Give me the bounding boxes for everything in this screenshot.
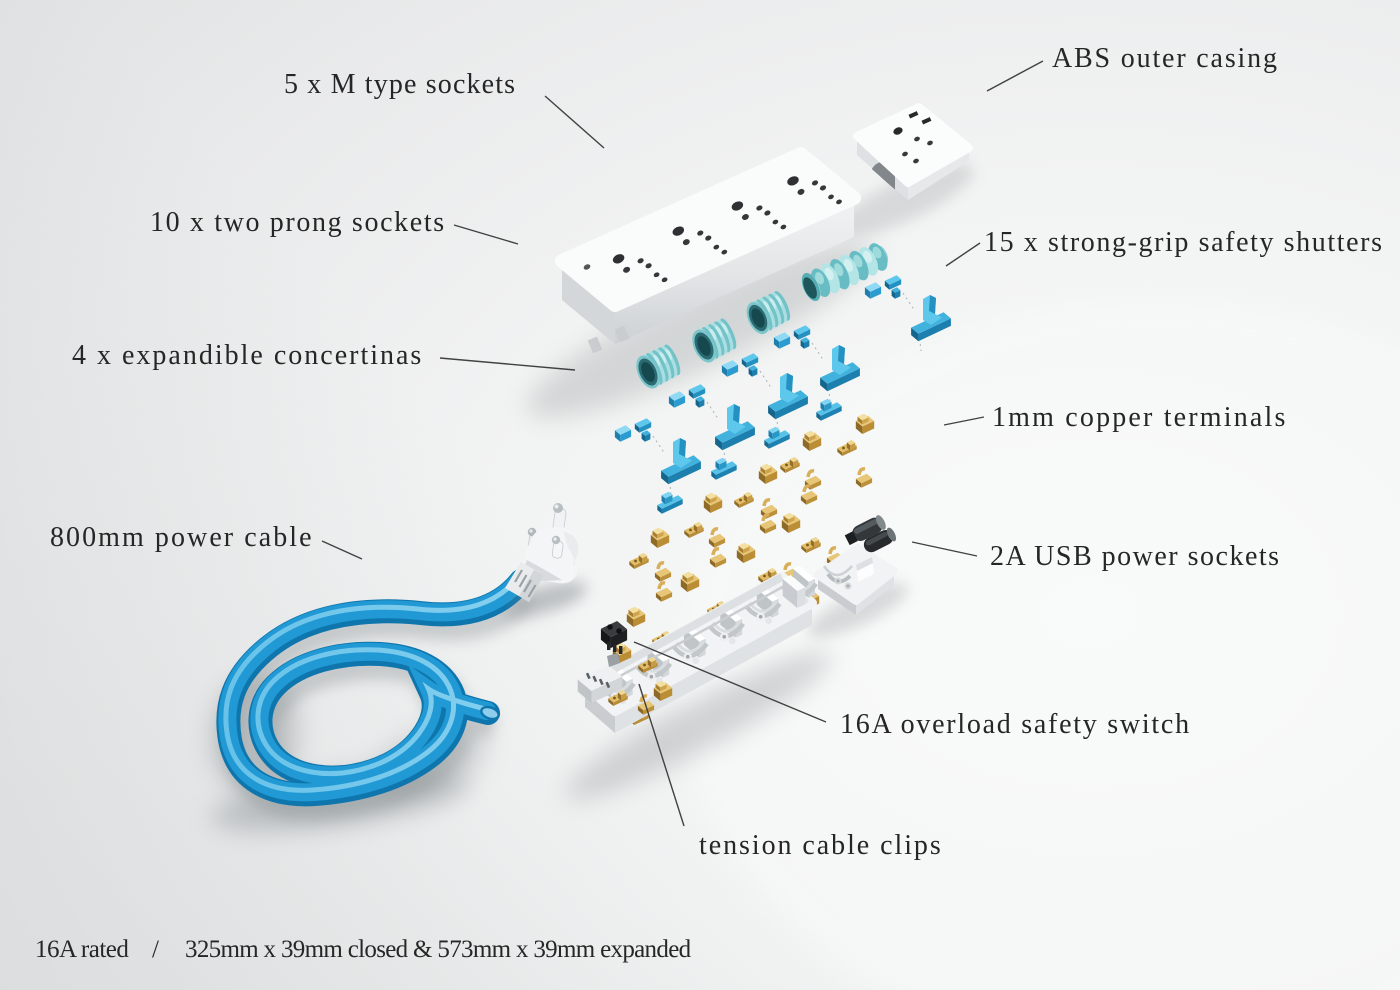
svg-text:/: /: [152, 936, 159, 963]
svg-text:5 x M type sockets: 5 x M type sockets: [284, 69, 516, 100]
svg-text:800mm power cable: 800mm power cable: [50, 522, 314, 553]
svg-text:1mm copper terminals: 1mm copper terminals: [992, 402, 1288, 433]
svg-text:16A overload safety switch: 16A overload safety switch: [840, 709, 1191, 740]
svg-text:2A USB power sockets: 2A USB power sockets: [990, 541, 1281, 572]
svg-text:4 x expandible concertinas: 4 x expandible concertinas: [72, 340, 423, 371]
svg-text:15 x strong-grip safety shutte: 15 x strong-grip safety shutters: [984, 227, 1384, 258]
svg-text:tension cable clips: tension cable clips: [699, 830, 943, 861]
svg-text:10 x two prong sockets: 10 x two prong sockets: [150, 207, 446, 238]
svg-text:ABS outer casing: ABS outer casing: [1052, 43, 1279, 74]
svg-text:325mm x 39mm closed & 573mm x: 325mm x 39mm closed & 573mm x 39mm expan…: [185, 936, 692, 963]
svg-text:16A rated: 16A rated: [35, 936, 129, 963]
